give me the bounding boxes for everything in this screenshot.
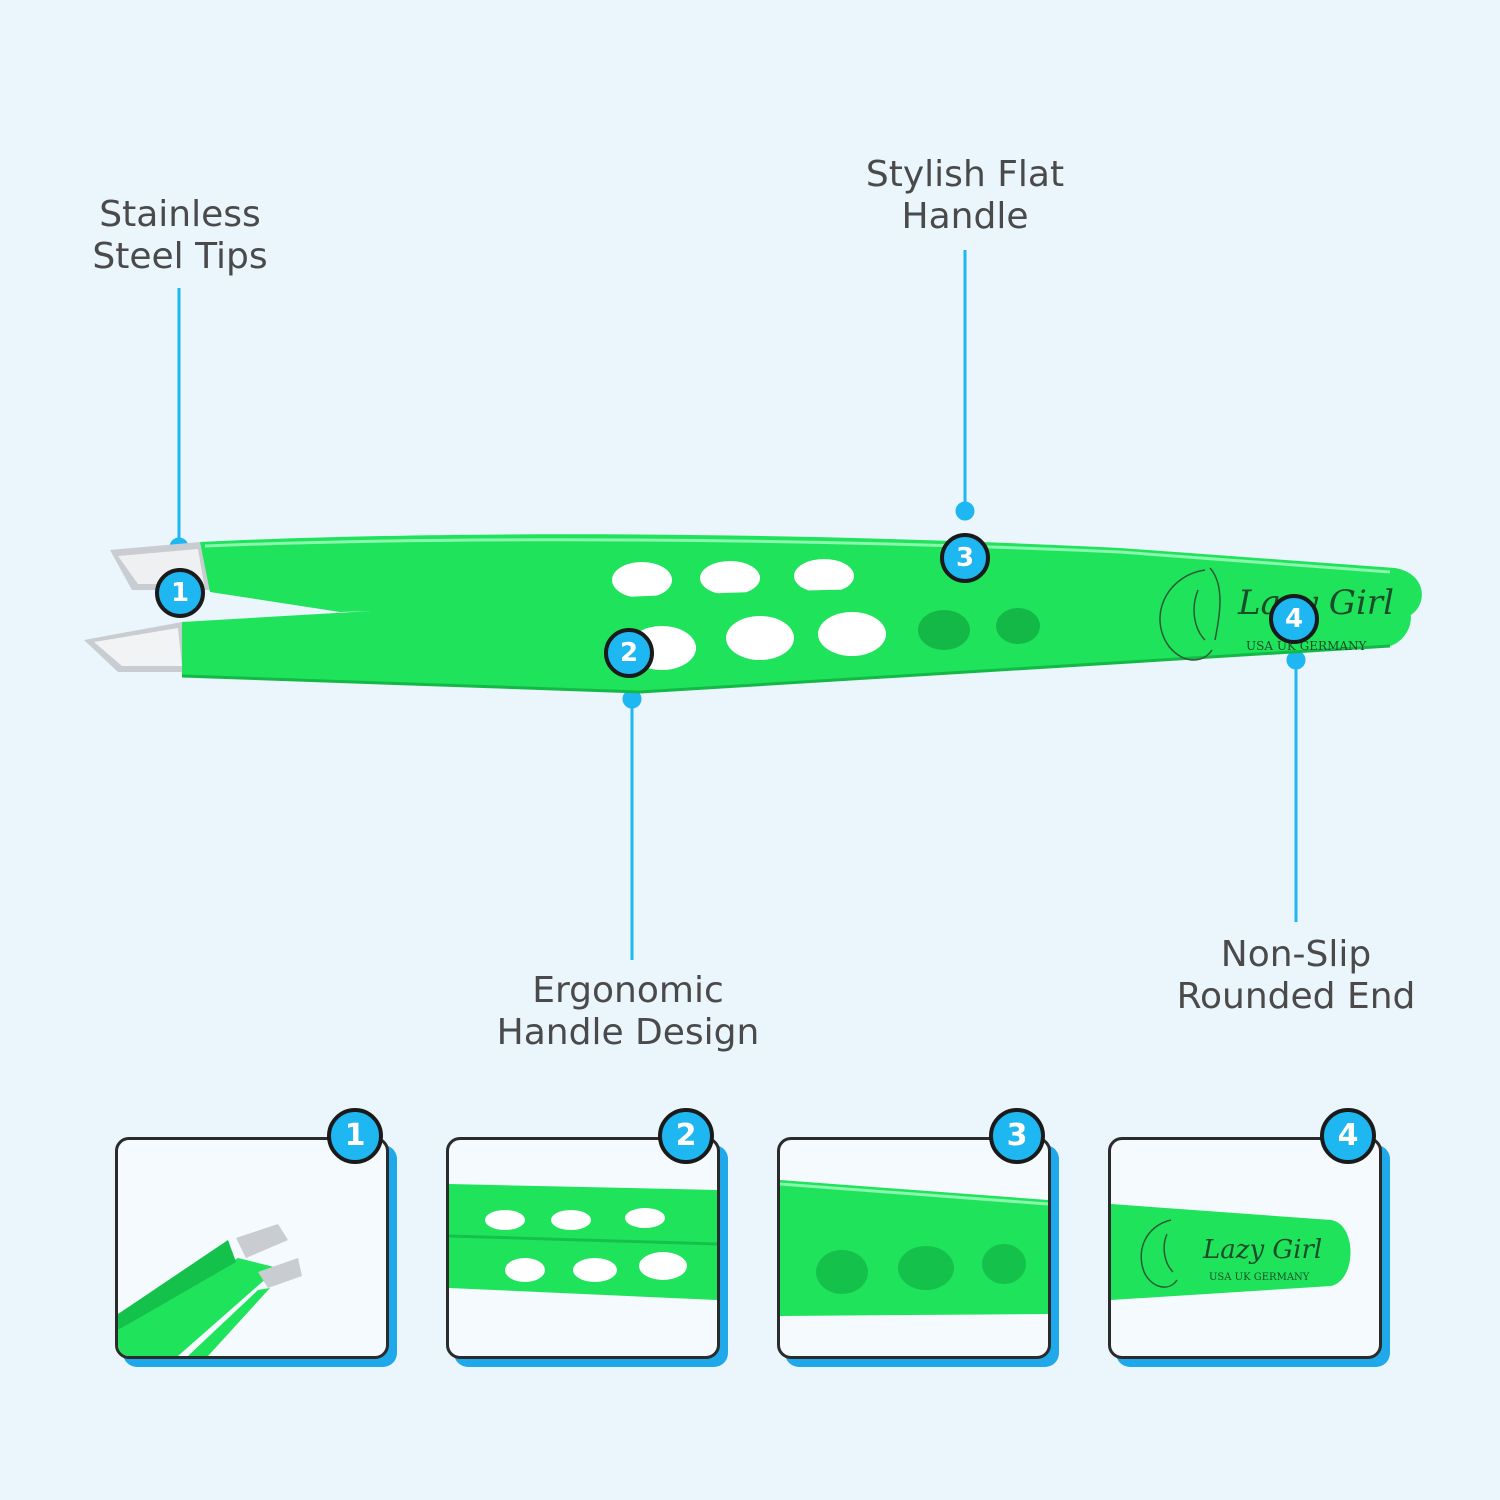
callout-label-1: Stainless Steel Tips: [92, 194, 268, 277]
detail-panel-3: [777, 1137, 1051, 1359]
panel-brand-name: Lazy Girl: [1202, 1235, 1322, 1265]
callout-label-2: Ergonomic Handle Design: [496, 970, 760, 1053]
panel-badge-4: 4: [1320, 1108, 1376, 1164]
callout-badge-2: 2: [604, 628, 654, 678]
panel-badge-2: 2: [658, 1108, 714, 1164]
callout-badge-4: 4: [1269, 594, 1319, 644]
tweezer-lower-arm: [84, 587, 1411, 694]
callout-label-3: Stylish Flat Handle: [865, 154, 1065, 237]
panel-badge-3: 3: [989, 1108, 1045, 1164]
detail-panel-4: Lazy Girl USA UK GERMANY: [1108, 1137, 1382, 1359]
flat-handle-closeup-icon: [780, 1180, 1048, 1316]
callout-badge-1: 1: [155, 568, 205, 618]
detail-panel-2: [446, 1137, 720, 1359]
steel-tips-closeup-icon: [118, 1224, 302, 1356]
panel-badge-1: 1: [327, 1108, 383, 1164]
brand-face-icon: [1159, 567, 1221, 661]
callout-badge-3: 3: [940, 533, 990, 583]
detail-panel-1: [115, 1137, 389, 1359]
ergonomic-holes-closeup-icon: [449, 1184, 717, 1300]
callout-lines: [169, 250, 1306, 960]
rounded-end-logo-closeup-icon: Lazy Girl USA UK GERMANY: [1111, 1204, 1351, 1300]
callout-label-4: Non-Slip Rounded End: [1176, 934, 1416, 1017]
panel-brand-origin: USA UK GERMANY: [1209, 1272, 1310, 1283]
brand-origin: USA UK GERMANY: [1246, 639, 1368, 653]
